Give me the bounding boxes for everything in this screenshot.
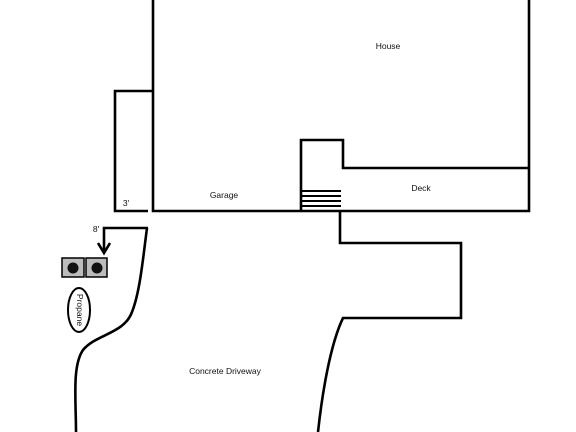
propane-tank-outline bbox=[67, 287, 91, 333]
house-label: House bbox=[376, 41, 401, 51]
deck-label: Deck bbox=[411, 183, 431, 193]
driveway-left-edge bbox=[73, 227, 149, 432]
house-outline bbox=[151, 0, 531, 213]
dimension-length-label: 8' bbox=[93, 224, 100, 234]
driveway-label: Concrete Driveway bbox=[189, 366, 262, 376]
stair-treads-icon bbox=[301, 190, 341, 207]
dimension-width-label: 3' bbox=[123, 198, 130, 208]
driveway-right-edge bbox=[316, 211, 463, 432]
hvac-unit-right bbox=[85, 257, 108, 278]
hvac-fan-icon bbox=[91, 262, 103, 274]
hvac-unit-left bbox=[61, 257, 85, 278]
side-passage-outline bbox=[113, 89, 153, 213]
propane-label: Propane bbox=[75, 294, 85, 326]
arrow-down-icon bbox=[96, 226, 148, 256]
garage-label: Garage bbox=[210, 190, 239, 200]
deck-outline bbox=[299, 138, 529, 211]
hvac-fan-icon bbox=[67, 262, 79, 274]
